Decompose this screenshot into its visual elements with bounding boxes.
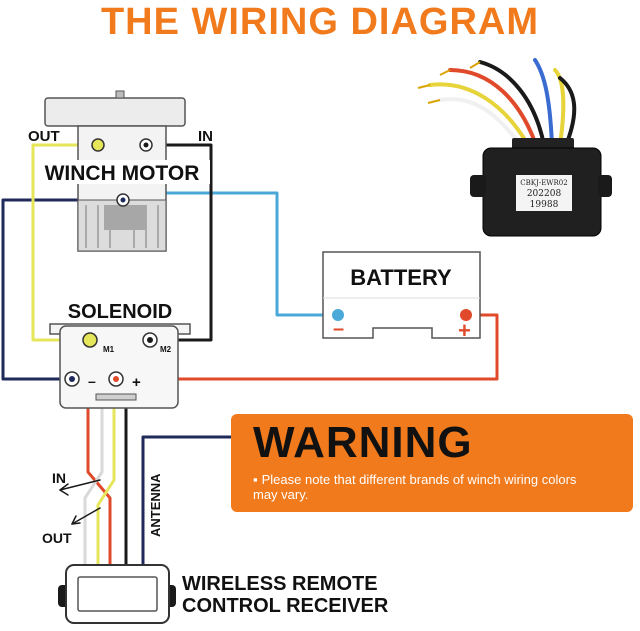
receiver-module-label [516,175,572,211]
battery-body [322,251,481,339]
motor-terminal-out [91,138,105,152]
battery-label: BATTERY [350,265,452,290]
wire-blue-motor-to-battery [163,191,340,317]
wire-red-battery-to-solenoid [116,313,499,381]
battery-terminal-positive [460,309,472,321]
in-arrow [59,479,101,491]
warning-title: WARNING [253,418,473,467]
wire-navy-motor-to-solenoid [1,198,120,381]
warning-bullet: ▪ [253,472,258,487]
battery-plus-label: + [458,318,471,343]
motor-out-label: OUT [28,128,60,145]
control-out-label: OUT [42,530,72,546]
antenna-label: ANTENNA [148,473,163,537]
battery-terminal-negative [332,309,344,321]
solenoid-label: SOLENOID [68,301,172,323]
solenoid-plus-label: + [132,374,141,391]
wire-yellow-out-to-m1 [31,143,100,342]
battery-minus-label: – [333,318,344,340]
wire-bundle-red [86,394,112,567]
wire-black-in-to-m2 [144,143,213,342]
solenoid-minus-label: – [88,373,96,389]
warning-box: WARNING ▪Please note that different bran… [231,414,633,512]
receiver-module-line2: 202208 [527,189,562,199]
wire-bundle-yellow [96,394,116,567]
receiver-module-line1: CBKJ-EWR02 [520,179,567,187]
solenoid-m2-label: M2 [160,345,172,354]
out-arrow [71,507,101,525]
page-title: THE WIRING DIAGRAM [101,1,539,43]
solenoid-m1-label: M1 [103,345,115,354]
receiver-module: CBKJ-EWR02 202208 19988 [417,58,612,237]
wireless-receiver: WIRELESS REMOTE CONTROL RECEIVER [58,564,389,624]
winch-motor-cap [44,97,186,127]
motor-in-label: IN [198,128,213,145]
wireless-receiver-line2: CONTROL RECEIVER [182,595,389,617]
winch-motor-label: WINCH MOTOR [45,162,200,185]
wireless-receiver-line1: WIRELESS REMOTE [182,573,378,595]
warning-text: Please note that different brands of win… [253,472,577,502]
control-in-label: IN [52,470,66,486]
battery: BATTERY – + [322,251,481,343]
wires [1,143,499,567]
solenoid-terminal-m1 [82,332,98,348]
winch-motor: OUT IN WINCH MOTOR [28,90,213,252]
warning-text-block: ▪Please note that different brands of wi… [253,472,583,502]
wire-antenna [141,435,233,567]
solenoid: SOLENOID M1 M2 – + [49,301,191,409]
wire-bundle-white [83,394,104,567]
receiver-module-line3: 19988 [530,200,559,210]
